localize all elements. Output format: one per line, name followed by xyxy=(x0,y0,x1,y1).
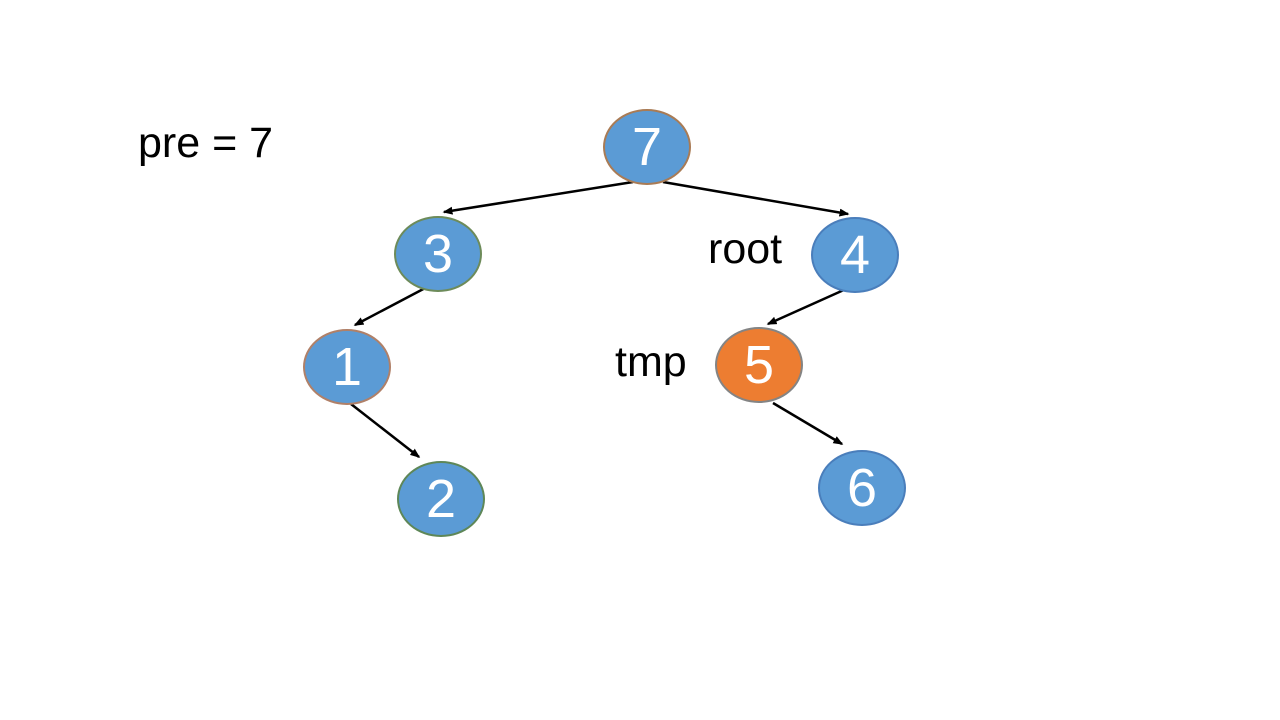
tree-node-2: 2 xyxy=(397,461,485,537)
tree-node-2-value: 2 xyxy=(425,469,457,529)
edge-4-to-5 xyxy=(766,287,847,326)
tree-node-6-value: 6 xyxy=(846,458,878,518)
tree-node-6: 6 xyxy=(818,450,906,526)
tree-node-3: 3 xyxy=(394,216,482,292)
edge-1-to-2 xyxy=(350,403,421,458)
tree-node-7: 7 xyxy=(603,109,691,185)
edge-5-to-6 xyxy=(772,401,844,446)
edge-7-to-3 xyxy=(442,180,634,215)
tree-node-1: 1 xyxy=(303,329,391,405)
tree-node-4: 4 xyxy=(811,217,899,293)
tree-node-1-value: 1 xyxy=(331,337,363,397)
tree-node-5-value: 5 xyxy=(743,335,775,395)
tree-node-3-value: 3 xyxy=(422,224,454,284)
tree-node-4-value: 4 xyxy=(839,225,871,285)
tree-node-7-value: 7 xyxy=(631,117,663,177)
edge-3-to-1 xyxy=(353,284,430,327)
tmp-pointer-label: tmp xyxy=(615,338,687,386)
edge-7-to-4 xyxy=(662,180,850,217)
tree-node-5: 5 xyxy=(715,327,803,403)
root-pointer-label: root xyxy=(708,225,783,273)
pre-variable-label: pre = 7 xyxy=(138,119,274,167)
